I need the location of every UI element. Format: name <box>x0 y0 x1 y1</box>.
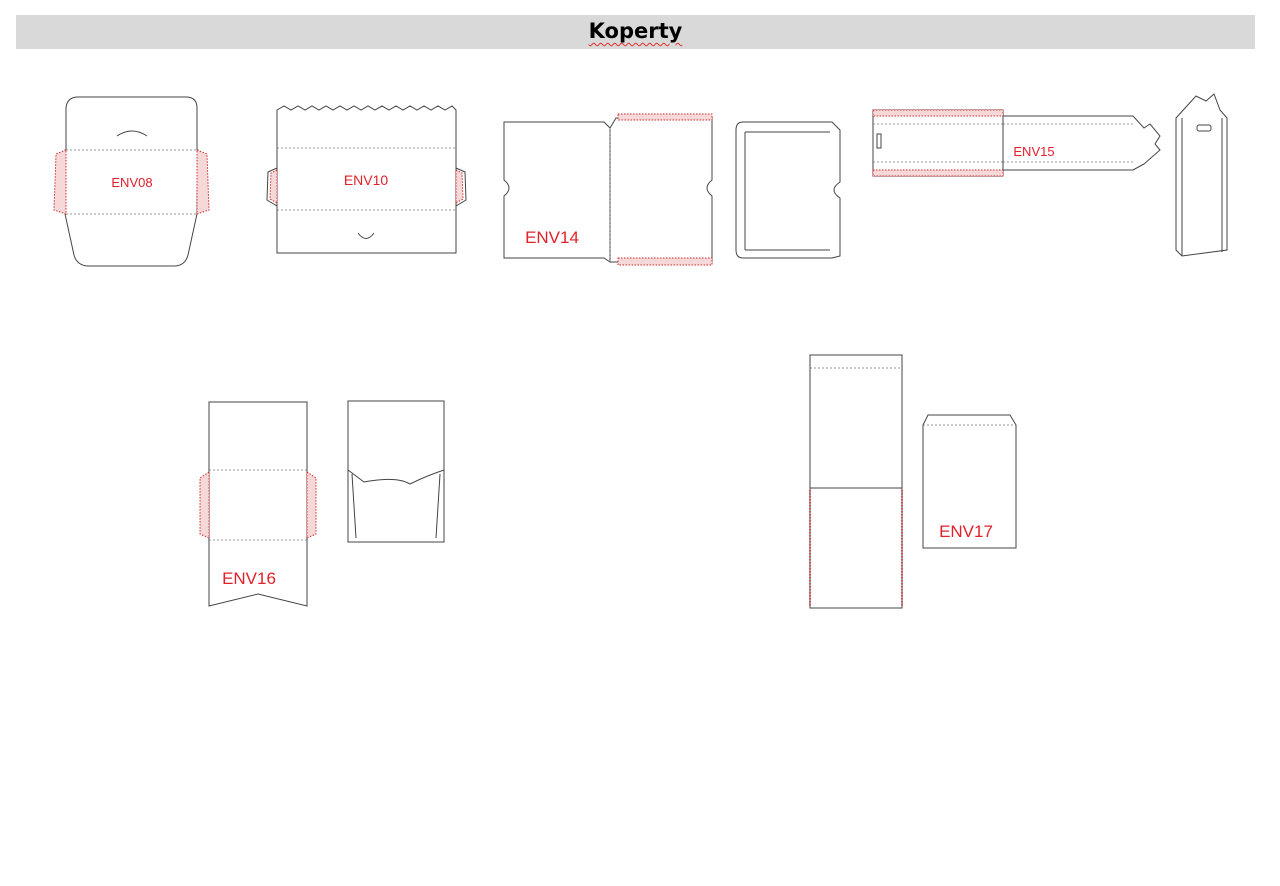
envelope-label-env15: ENV15 <box>1013 144 1054 159</box>
envelope-label-env08: ENV08 <box>111 175 152 190</box>
envelope-label-env17: ENV17 <box>939 522 993 541</box>
envelope-env16-diagram: ENV16 <box>199 400 445 607</box>
envelope-label-env14: ENV14 <box>525 228 579 247</box>
page-title: Koperty <box>588 19 683 43</box>
envelope-env14-diagram: ENV14 <box>503 113 841 266</box>
envelope-env10-diagram: ENV10 <box>266 105 467 254</box>
envelope-env08-diagram: ENV08 <box>53 96 210 267</box>
title-bar: Koperty <box>16 15 1255 49</box>
envelope-env15-diagram: ENV15 <box>872 93 1228 257</box>
envelope-env17-diagram: ENV17 <box>809 354 1017 609</box>
envelope-label-env16: ENV16 <box>222 569 276 588</box>
envelope-label-env10: ENV10 <box>344 172 389 188</box>
